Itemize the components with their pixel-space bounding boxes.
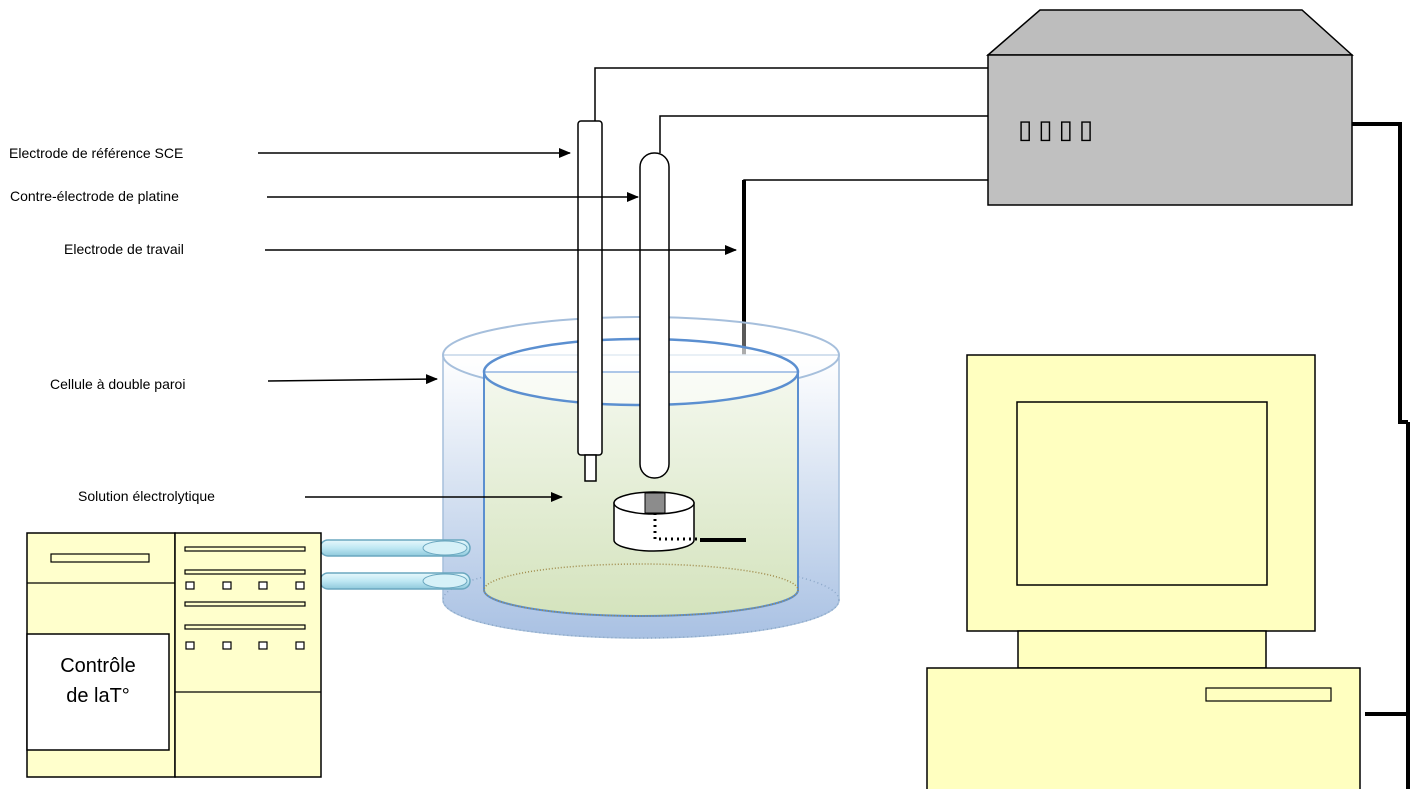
label-counter-electrode: Contre-électrode de platine bbox=[10, 188, 179, 204]
controller-display-panel bbox=[26, 633, 170, 751]
label-double-wall-cell: Cellule à double paroi bbox=[50, 376, 185, 392]
controller-label-line2: de laT° bbox=[66, 685, 130, 707]
computer-base bbox=[926, 667, 1361, 794]
annotation-labels: Electrode de référence SCE Contre-électr… bbox=[9, 145, 737, 504]
data-cable bbox=[1352, 122, 1410, 789]
reference-electrode bbox=[577, 120, 603, 482]
working-electrode-holder bbox=[613, 491, 746, 552]
label-electrolyte: Solution électrolytique bbox=[78, 488, 215, 504]
monitor-stand bbox=[1017, 630, 1267, 669]
disk-drive-slot bbox=[1205, 687, 1332, 702]
computer bbox=[926, 354, 1361, 794]
label-working-electrode: Electrode de travail bbox=[64, 241, 184, 257]
temperature-controller: Contrôle de laT° bbox=[26, 532, 322, 778]
circulation-hoses bbox=[319, 539, 471, 590]
counter-electrode bbox=[639, 152, 670, 479]
monitor-screen bbox=[1016, 401, 1268, 586]
label-reference-electrode: Electrode de référence SCE bbox=[9, 145, 183, 161]
controller-label-line1: Contrôle bbox=[60, 655, 136, 677]
potentiostat-display: ▯▯▯▯ bbox=[1018, 114, 1099, 144]
potentiostat: ▯▯▯▯ bbox=[985, 9, 1354, 206]
arrow-double-wall-cell bbox=[267, 374, 438, 385]
